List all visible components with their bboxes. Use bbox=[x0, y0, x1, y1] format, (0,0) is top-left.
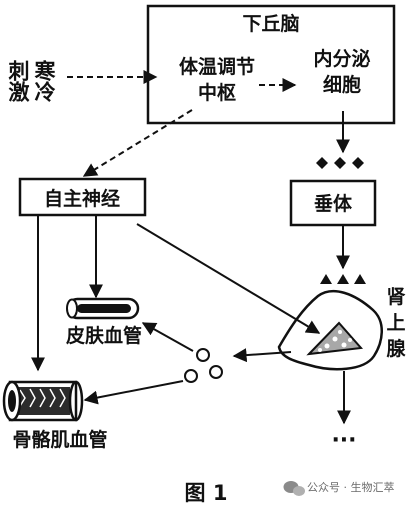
stimulus-col-2: 刺激 bbox=[6, 60, 30, 103]
hormone-to-muscle-arrow bbox=[83, 380, 184, 405]
skin-vessel-label: 皮肤血管 bbox=[66, 324, 142, 347]
autonomic-to-adrenal-arrow bbox=[136, 223, 321, 334]
autonomic-nerve-label: 自主神经 bbox=[44, 187, 120, 210]
hypothalamus-title: 下丘脑 bbox=[242, 12, 299, 35]
adrenal-gland-icon bbox=[277, 289, 383, 371]
thermoregulation-center-line1: 体温调节 bbox=[179, 55, 255, 78]
pituitary-label: 垂体 bbox=[314, 192, 353, 215]
muscle-vessel-label: 骨骼肌血管 bbox=[12, 428, 107, 451]
muscle-vessel-icon bbox=[2, 380, 84, 422]
adrenal-char-1: 肾 bbox=[386, 286, 405, 308]
endocrine-cell-line2: 细胞 bbox=[323, 73, 361, 96]
hormone-circles-icon bbox=[184, 348, 223, 383]
adrenal-to-hormone-arrow bbox=[232, 348, 292, 363]
wechat-icon bbox=[283, 481, 305, 496]
center-to-autonomic-arrow bbox=[82, 109, 193, 177]
adrenal-char-3: 腺 bbox=[385, 337, 406, 360]
hormone-triangles-icon bbox=[320, 274, 366, 284]
watermark-text: 公众号 · 生物汇萃 bbox=[307, 480, 395, 494]
adrenal-gland-label: 肾 上 腺 bbox=[385, 286, 406, 360]
stimulus-col-1: 寒冷 bbox=[32, 59, 56, 103]
hormone-to-skin-arrow bbox=[141, 322, 194, 352]
hypothalamus-box: 下丘脑 体温调节 中枢 内分泌 细胞 bbox=[146, 4, 396, 125]
endocrine-cell-line1: 内分泌 bbox=[313, 47, 370, 70]
continuation-dots: ··· bbox=[331, 428, 356, 453]
figure-caption: 图 1 bbox=[185, 481, 228, 505]
hormone-diamonds-icon bbox=[316, 157, 364, 169]
cold-stimulus-label: 寒冷 刺激 bbox=[6, 59, 56, 103]
watermark: 公众号 · 生物汇萃 bbox=[283, 480, 395, 496]
pituitary-box: 垂体 bbox=[289, 179, 377, 227]
skin-vessel-icon bbox=[66, 297, 140, 320]
thermoregulation-center-line2: 中枢 bbox=[198, 81, 236, 104]
autonomic-nerve-box: 自主神经 bbox=[18, 177, 147, 217]
adrenal-char-2: 上 bbox=[386, 312, 405, 334]
